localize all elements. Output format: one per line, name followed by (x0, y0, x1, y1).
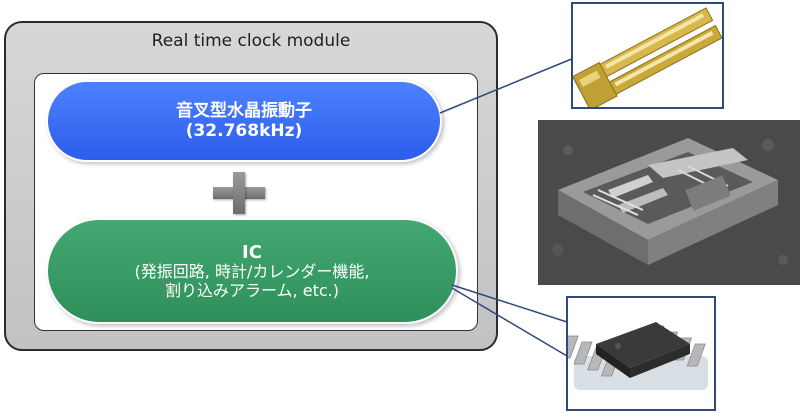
module-sem-photo (538, 120, 800, 285)
plus-icon (213, 172, 265, 214)
crystal-name: 音叉型水晶振動子 (176, 100, 312, 121)
ic-block: IC (発振回路, 時計/カレンダー機能, 割り込みアラーム, etc.) (46, 218, 458, 324)
crystal-frequency: (32.768kHz) (185, 121, 303, 141)
module-title: Real time clock module (151, 31, 351, 51)
ic-functions-line1: (発振回路, 時計/カレンダー機能, (134, 261, 370, 281)
crystal-photo-frame (571, 2, 724, 109)
ic-title: IC (242, 241, 262, 263)
ic-photo-frame (566, 296, 716, 411)
ic-functions-line2: 割り込みアラーム, etc.) (165, 280, 339, 300)
crystal-resonator-block: 音叉型水晶振動子 (32.768kHz) (46, 80, 442, 162)
ic-package-image (568, 298, 714, 409)
module-internal-sem-image (538, 120, 800, 285)
tuning-fork-crystal-image (573, 4, 722, 107)
